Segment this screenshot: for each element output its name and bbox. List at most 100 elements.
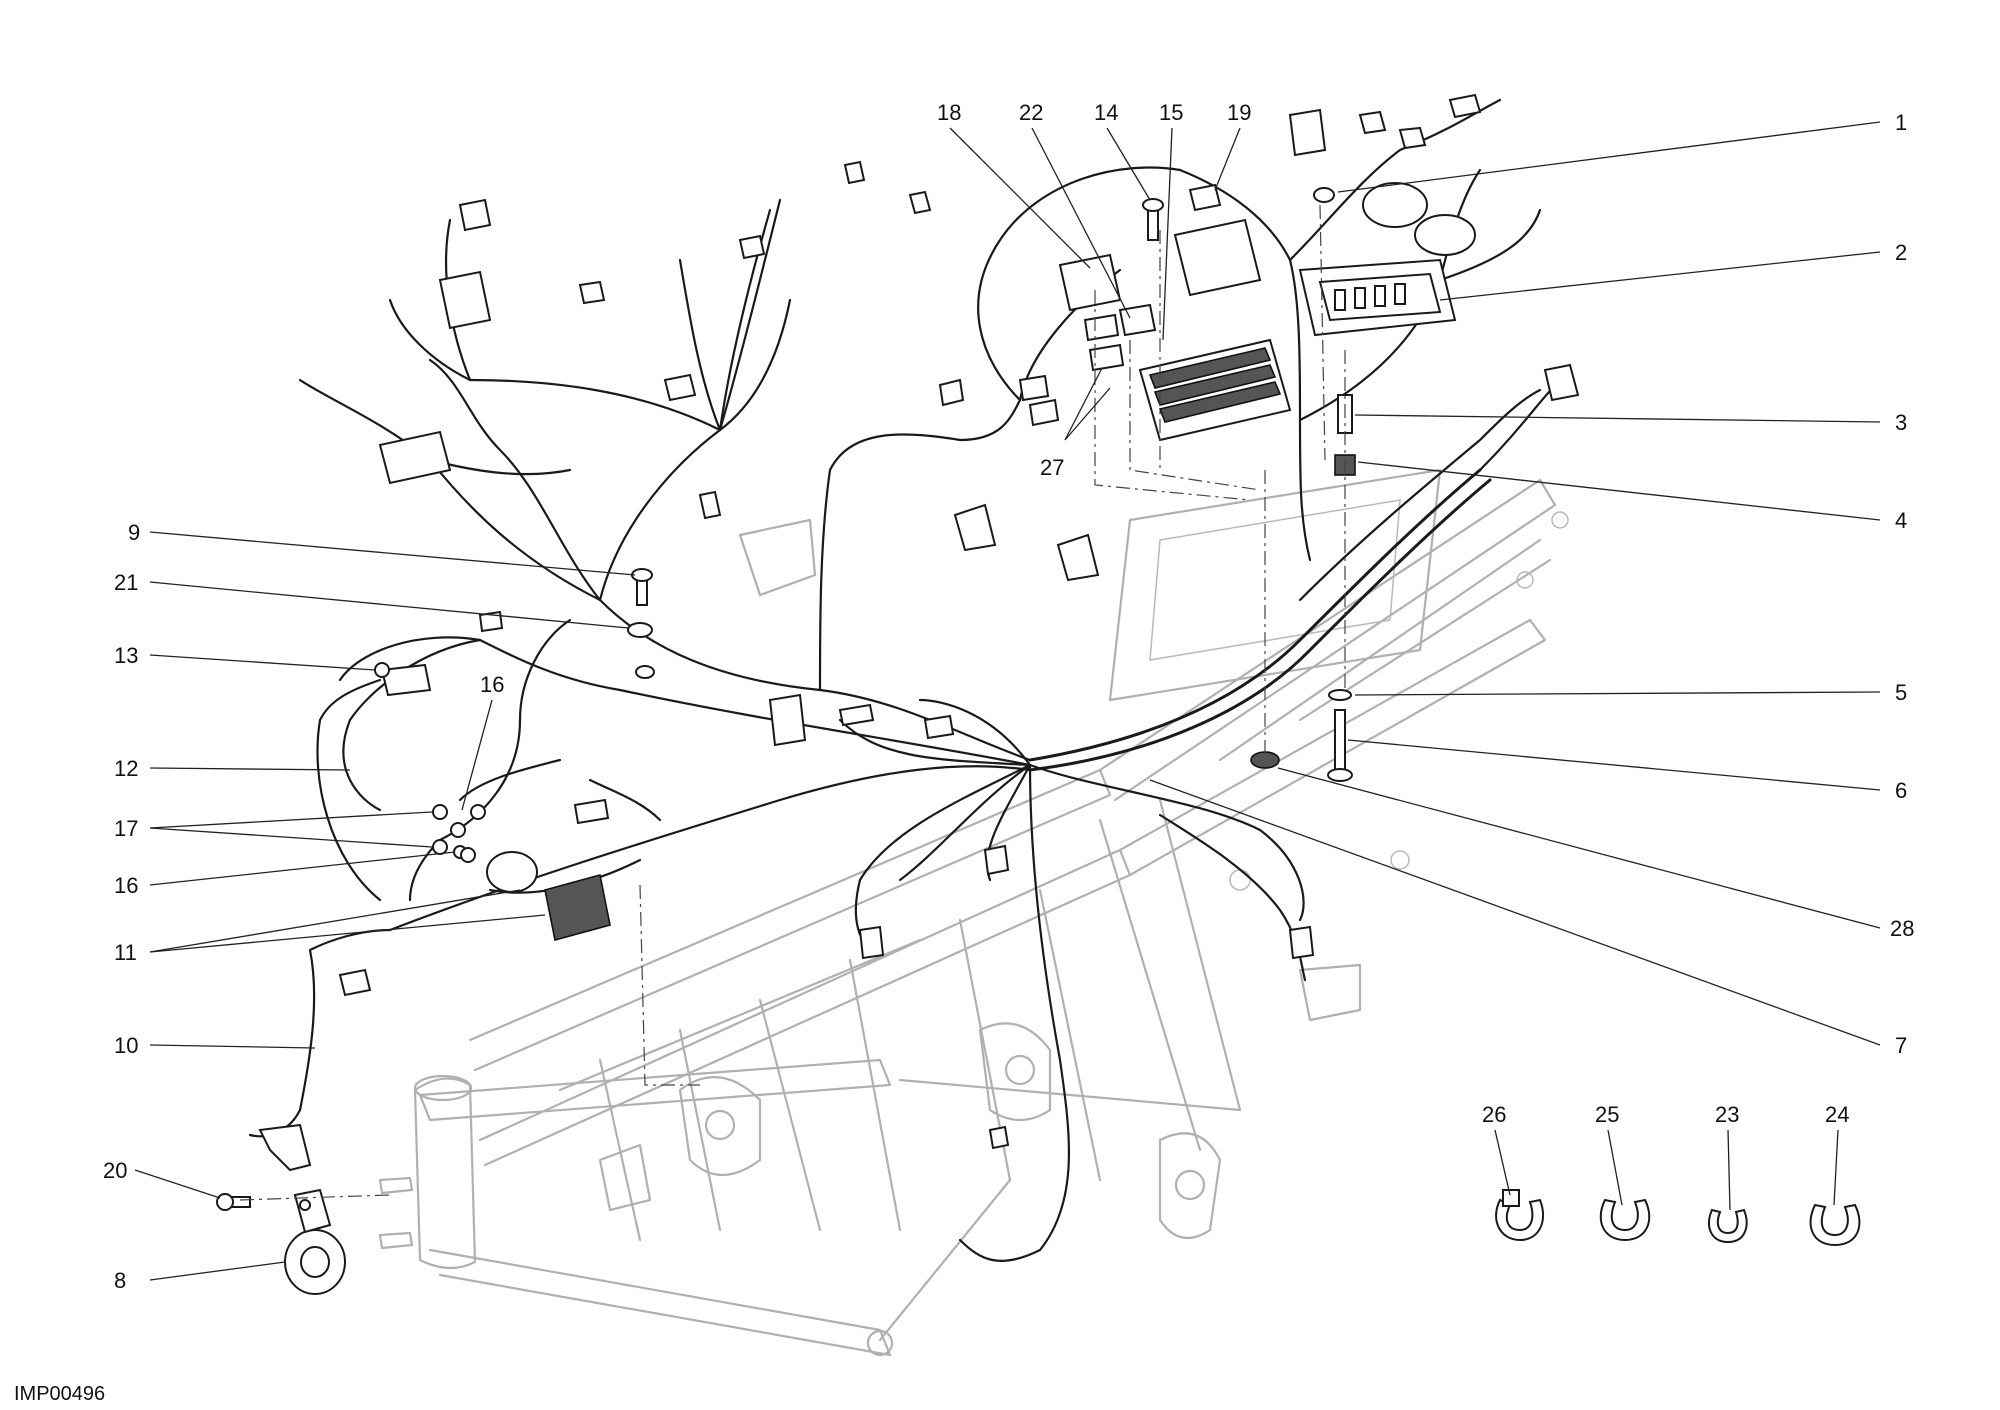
connector-ignition (573, 798, 610, 825)
cable-clip-25 (1599, 1198, 1651, 1242)
horn-bracket (293, 1188, 332, 1234)
assembly-reference-lines (239, 204, 1346, 1201)
terminal-a (470, 804, 486, 820)
connector-upper (458, 198, 492, 232)
battery-cable-lug-2 (1056, 533, 1100, 582)
cable-clip-26-tab (1502, 1189, 1520, 1207)
screw (1334, 709, 1346, 776)
connector-side (1543, 363, 1580, 402)
electronic-control-unit (1298, 258, 1457, 337)
connector-mid-3 (698, 490, 722, 520)
washer-a (432, 839, 448, 855)
callout-18: 18 (937, 100, 961, 125)
connector-top-mid (843, 160, 866, 185)
cable-clip-24 (1809, 1203, 1861, 1247)
callout-16a: 16 (480, 672, 504, 697)
horn-screw-head (216, 1193, 234, 1211)
rubber-boot-2 (1414, 214, 1476, 256)
callout-1: 1 (1895, 110, 1907, 135)
callout-23: 23 (1715, 1102, 1739, 1127)
horn-bracket-hole (299, 1199, 311, 1211)
callout-7: 7 (1895, 1033, 1907, 1058)
nut (1313, 187, 1335, 203)
ignition-coil (544, 874, 611, 941)
callout-22: 22 (1019, 100, 1043, 125)
earth-washer (627, 622, 653, 638)
diode-connector-b (1088, 343, 1125, 372)
nut-b (450, 822, 466, 838)
connector-junction (768, 693, 807, 747)
callout-14: 14 (1094, 100, 1118, 125)
callout-16b: 16 (114, 873, 138, 898)
regulator-screw-head (1142, 198, 1164, 212)
callout-5: 5 (1895, 680, 1907, 705)
screw-head (1327, 768, 1353, 782)
callout-2: 2 (1895, 240, 1907, 265)
callout-leaders (134, 121, 1881, 1281)
connector-mid-4 (938, 378, 965, 407)
rubber-pad (1250, 751, 1280, 769)
callout-11: 11 (114, 940, 137, 965)
diode-connector-a (1083, 313, 1120, 342)
connector-top (908, 190, 932, 215)
components (216, 93, 1861, 1295)
connector-right-2 (1398, 126, 1427, 150)
speed-sensor-connector (338, 968, 372, 997)
cable-clip-26 (1495, 1198, 1545, 1242)
connector-low (983, 844, 1010, 876)
small-connector (1018, 374, 1050, 402)
motorcycle-frame (378, 468, 1569, 1357)
small-connector (1028, 398, 1060, 427)
key-switch-connector (438, 270, 492, 330)
washer (1328, 689, 1352, 701)
callout-28: 28 (1890, 916, 1914, 941)
connector-low-4 (988, 1125, 1010, 1150)
callout-12: 12 (114, 756, 138, 781)
connector-far-right (1448, 93, 1482, 119)
callout-19: 19 (1227, 100, 1251, 125)
dash-connector (378, 430, 452, 485)
callout-24: 24 (1825, 1102, 1849, 1127)
connector-low-3 (1288, 925, 1315, 960)
starter-relay (1173, 183, 1262, 297)
connector-junction-3 (923, 714, 955, 740)
connector-junction-2 (838, 703, 875, 727)
horn-center (300, 1246, 330, 1278)
callout-3: 3 (1895, 410, 1907, 435)
callout-21: 21 (114, 570, 138, 595)
callout-6: 6 (1895, 778, 1907, 803)
callout-20: 20 (103, 1158, 127, 1183)
terminal-b (460, 847, 476, 863)
connector-mid-2 (663, 373, 697, 402)
earth-point (635, 665, 655, 679)
connector-top-right (1288, 108, 1327, 157)
ground-strap-eye (374, 662, 390, 678)
battery-cable-lug (953, 503, 997, 552)
voltage-regulator (1138, 338, 1292, 442)
connector-right (1358, 110, 1387, 135)
callout-labels: 1 2 3 4 5 6 7 28 18 22 14 15 19 27 9 21 … (103, 100, 1914, 1293)
callout-26: 26 (1482, 1102, 1506, 1127)
callout-15: 15 (1159, 100, 1183, 125)
relay (1118, 303, 1157, 337)
connector-junction-4 (478, 610, 504, 633)
rubber-boot (1362, 182, 1428, 228)
starter-solenoid (486, 851, 538, 893)
callout-25: 25 (1595, 1102, 1619, 1127)
connector-low-2 (858, 925, 885, 960)
cable-clip-23 (1708, 1208, 1748, 1244)
callout-8: 8 (114, 1268, 126, 1293)
connector-mid (578, 280, 606, 305)
callout-13: 13 (114, 643, 138, 668)
connector-left (738, 234, 766, 260)
ground-strap (380, 663, 432, 697)
callout-9: 9 (128, 520, 140, 545)
callout-17: 17 (114, 816, 138, 841)
callout-4: 4 (1895, 508, 1907, 533)
nut-a (432, 804, 448, 820)
speed-sensor (258, 1123, 312, 1172)
drawing-code: IMP00496 (14, 1383, 105, 1405)
callout-10: 10 (114, 1033, 138, 1058)
callout-27: 27 (1040, 455, 1064, 480)
